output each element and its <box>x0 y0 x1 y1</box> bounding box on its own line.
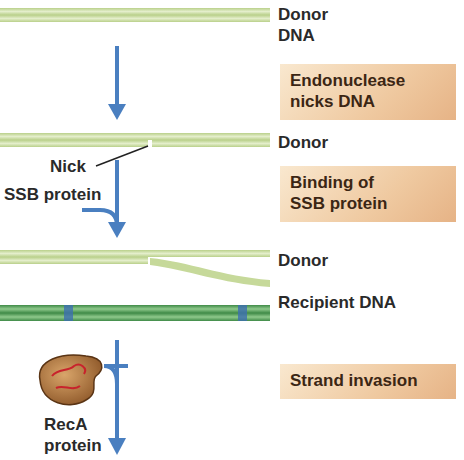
process-arrow <box>108 46 126 120</box>
process-arrow <box>104 340 128 455</box>
step-label: Endonuclease nicks DNA <box>290 70 426 112</box>
step-box: Endonuclease nicks DNA <box>280 64 456 120</box>
displaced-strand-dna <box>0 250 270 287</box>
nicked-dna <box>0 133 270 147</box>
part-label: Donor <box>278 250 328 271</box>
part-label: Donor <box>278 132 328 153</box>
step-label: Strand invasion <box>290 370 440 391</box>
part-label: Recipient DNA <box>278 292 396 313</box>
part-label: RecA protein <box>44 414 116 456</box>
leader-line <box>96 146 148 166</box>
reca-protein <box>40 355 102 405</box>
part-label: Nick <box>50 156 86 177</box>
part-label: SSB protein <box>4 184 101 205</box>
recipient-dna <box>0 305 270 321</box>
step-box: Binding of SSB protein <box>280 166 456 222</box>
donor-dna <box>0 8 270 22</box>
part-label: Donor DNA <box>278 4 358 46</box>
step-box: Strand invasion <box>280 364 456 399</box>
step-label: Binding of SSB protein <box>290 172 400 214</box>
